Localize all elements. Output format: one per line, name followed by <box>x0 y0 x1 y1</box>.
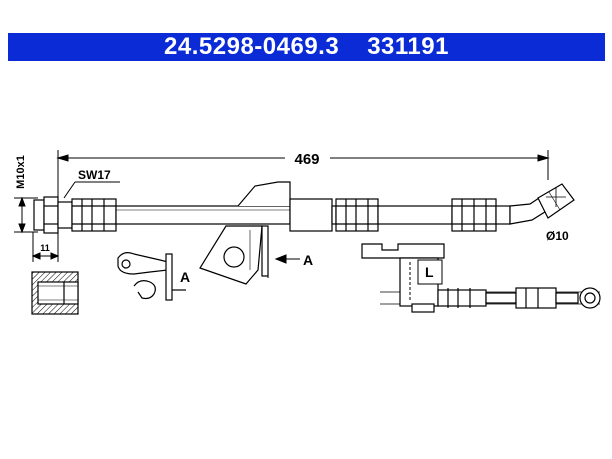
reference-number: 331191 <box>367 33 449 60</box>
view-label-a-arrow: A <box>303 252 313 268</box>
view-label-l: L <box>425 264 434 280</box>
clip-detail <box>117 252 186 301</box>
view-arrow-a <box>267 240 300 278</box>
length-label: 469 <box>294 151 319 168</box>
view-label-a-detail: A <box>180 269 190 285</box>
installation-detail <box>361 243 601 313</box>
thread-section <box>31 271 79 315</box>
thread-length-dimension <box>31 232 60 262</box>
banjo-center <box>546 187 566 207</box>
mounting-bracket <box>199 225 269 285</box>
thread-dimension <box>14 196 38 234</box>
diameter-label: Ø10 <box>546 229 569 243</box>
main-hose <box>33 181 575 234</box>
title-bar: 24.5298-0469.3 331191 <box>8 33 605 61</box>
thread-length-label: 11 <box>40 243 50 253</box>
part-number: 24.5298-0469.3 <box>164 33 340 60</box>
thread-label: M10x1 <box>15 155 27 189</box>
length-dimension <box>56 150 550 200</box>
detail-l-box <box>409 259 443 300</box>
wrench-label: SW17 <box>78 168 111 182</box>
wrench-leader <box>63 181 120 199</box>
